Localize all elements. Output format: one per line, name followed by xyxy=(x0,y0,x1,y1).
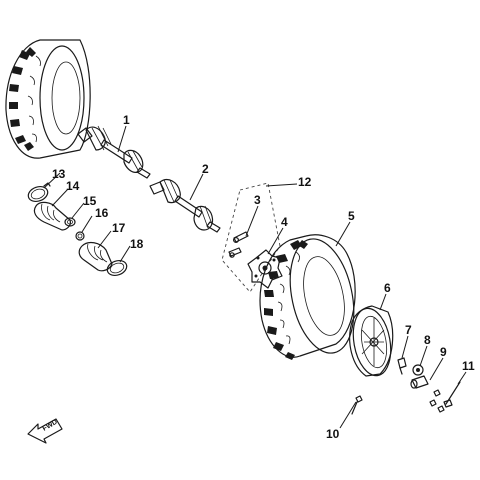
clamp-18 xyxy=(106,259,128,277)
clamp-13 xyxy=(27,182,51,203)
callout-2: 2 xyxy=(202,162,209,176)
hub-4 xyxy=(247,249,283,289)
axle-shaft-1 xyxy=(77,125,151,179)
valve-7 xyxy=(397,357,407,375)
clamp-15 xyxy=(64,217,76,227)
callout-14: 14 xyxy=(66,179,80,193)
callout-16: 16 xyxy=(95,206,109,220)
cap-9 xyxy=(410,375,429,389)
callout-11: 11 xyxy=(462,359,475,373)
callout-5: 5 xyxy=(348,209,355,223)
callout-17: 17 xyxy=(112,221,126,235)
callout-12: 12 xyxy=(298,175,312,189)
leader-lines xyxy=(43,125,467,429)
callout-15: 15 xyxy=(83,194,97,208)
callout-18: 18 xyxy=(130,237,144,251)
callout-3: 3 xyxy=(254,193,261,207)
bolt-11 xyxy=(443,381,461,408)
fwd-label: FWD xyxy=(42,419,59,433)
nut-8 xyxy=(412,364,424,376)
ring-16 xyxy=(75,231,85,241)
callout-10: 10 xyxy=(326,427,340,441)
boot-14 xyxy=(33,201,71,231)
callout-6: 6 xyxy=(384,281,391,295)
callout-4: 4 xyxy=(281,215,288,229)
stud-3 xyxy=(228,231,249,258)
rim-6 xyxy=(349,305,394,377)
forward-arrow-icon: FWD xyxy=(27,418,63,444)
bolt-10 xyxy=(351,395,363,415)
callout-7: 7 xyxy=(405,323,412,337)
tire-5 xyxy=(259,234,356,360)
lug-nuts-9 xyxy=(429,389,445,413)
tire-upper-left xyxy=(5,39,91,159)
callout-labels: 1 2 3 4 5 6 7 8 9 10 11 12 13 14 15 16 1… xyxy=(52,113,475,441)
callout-8: 8 xyxy=(424,333,431,347)
axle-shaft-2 xyxy=(149,179,221,233)
callout-13: 13 xyxy=(52,167,66,181)
boot-17 xyxy=(78,241,113,272)
callout-1: 1 xyxy=(123,113,130,127)
callout-9: 9 xyxy=(440,345,447,359)
